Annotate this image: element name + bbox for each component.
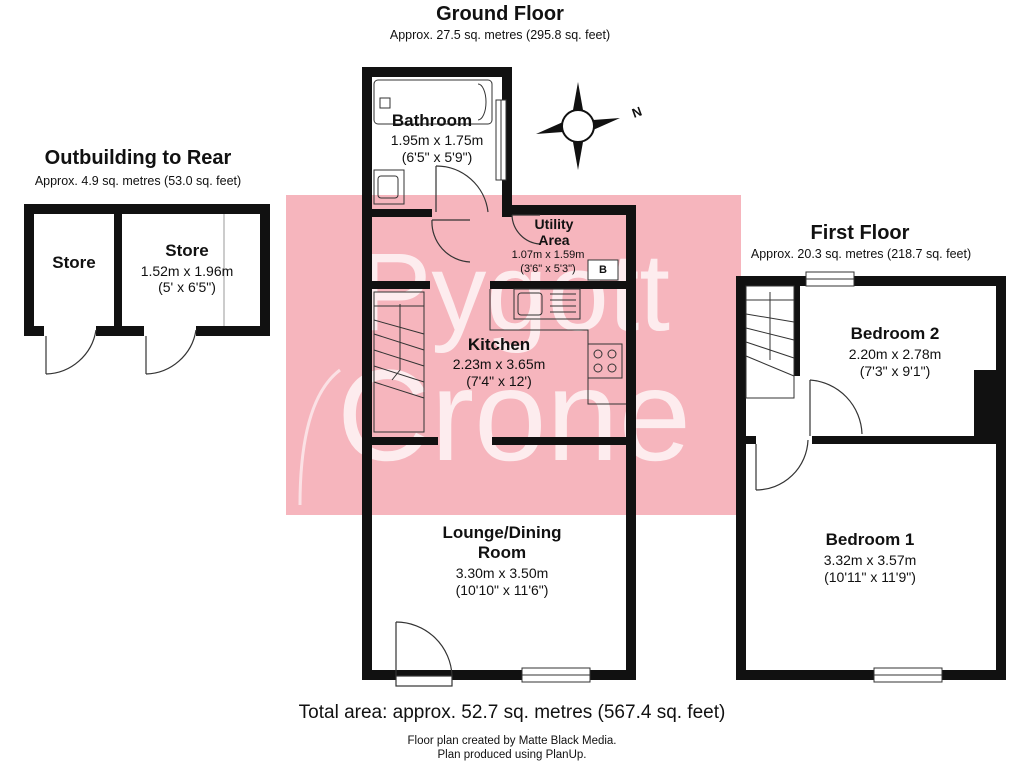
lounge-front-door-icon — [395, 621, 453, 687]
bedroom1-window-icon — [873, 667, 943, 683]
kitchen-sink-icon — [513, 288, 581, 320]
utility-label-line1: Utility — [534, 216, 574, 232]
lounge-window-icon — [521, 667, 591, 683]
compass-icon: N — [536, 82, 644, 170]
store-large-label: Store — [165, 241, 209, 260]
utility-label-line2: Area — [538, 232, 570, 248]
bathtub-icon — [373, 79, 493, 125]
kitchen-label: Kitchen — [467, 335, 531, 354]
credit-line2: Plan produced using PlanUp. — [437, 749, 587, 761]
store-large-metric: 1.52m x 1.96m — [140, 263, 234, 279]
kitchen-door-icon — [431, 219, 471, 263]
store-small-label: Store — [52, 253, 96, 272]
kitchen-metric: 2.23m x 3.65m — [452, 356, 546, 372]
outbuilding-area: Approx. 4.9 sq. metres (53.0 sq. feet) — [34, 174, 242, 188]
boiler-label: B — [599, 264, 607, 276]
bathroom-door-icon — [435, 165, 489, 213]
washbasin-icon — [373, 169, 405, 205]
boiler-icon — [587, 259, 619, 281]
outbuilding-door-left-icon — [45, 329, 97, 375]
bathroom-label: Bathroom — [391, 111, 473, 130]
bedroom2-label: Bedroom 2 — [850, 324, 940, 343]
ground-floor-area: Approx. 27.5 sq. metres (295.8 sq. feet) — [389, 28, 611, 42]
outbuilding-plan — [24, 204, 270, 336]
lounge-label-line2: Room — [477, 543, 527, 562]
bedroom1-metric: 3.32m x 3.57m — [823, 552, 917, 568]
watermark-background — [286, 195, 741, 515]
kitchen-imperial: (7'4" x 12') — [466, 373, 532, 389]
compass-north-label: N — [630, 104, 644, 121]
watermark-swoosh — [298, 368, 341, 506]
bedroom1-label: Bedroom 1 — [825, 530, 915, 549]
utility-door-icon — [511, 214, 541, 245]
bedroom2-door-icon — [809, 379, 863, 436]
first-floor-plan — [736, 276, 1006, 680]
lounge-label-line1: Lounge/Dining — [442, 523, 562, 542]
outbuilding-title: Outbuilding to Rear — [44, 147, 232, 169]
credit-line1: Floor plan created by Matte Black Media. — [407, 735, 617, 747]
bedroom2-metric: 2.20m x 2.78m — [848, 346, 942, 362]
utility-metric: 1.07m x 1.59m — [511, 249, 585, 261]
first-floor-title: First Floor — [810, 222, 910, 244]
ground-floor-plan — [362, 67, 636, 680]
store-large-imperial: (5' x 6'5") — [158, 279, 216, 295]
first-floor-area: Approx. 20.3 sq. metres (218.7 sq. feet) — [750, 247, 972, 261]
bedroom2-window-icon — [805, 271, 855, 287]
bathroom-metric: 1.95m x 1.75m — [390, 132, 484, 148]
first-floor-staircase-icon — [745, 285, 795, 399]
hob-icon — [587, 343, 623, 379]
total-area: Total area: approx. 52.7 sq. metres (567… — [298, 702, 726, 723]
outbuilding-door-right-icon — [145, 329, 197, 375]
bathroom-imperial: (6'5" x 5'9") — [401, 149, 473, 165]
lounge-metric: 3.30m x 3.50m — [455, 565, 549, 581]
bedroom2-imperial: (7'3" x 9'1") — [859, 363, 931, 379]
utility-imperial: (3'6" x 5'3") — [520, 263, 576, 275]
bathroom-window-icon — [495, 99, 507, 181]
kitchen-worktop-icon — [489, 289, 626, 405]
ground-floor-staircase-icon — [373, 291, 425, 433]
ground-floor-title: Ground Floor — [436, 3, 564, 25]
lounge-imperial: (10'10" x 11'6") — [455, 582, 549, 598]
bedroom1-door-icon — [755, 439, 809, 491]
bedroom1-imperial: (10'11" x 11'9") — [824, 569, 916, 585]
